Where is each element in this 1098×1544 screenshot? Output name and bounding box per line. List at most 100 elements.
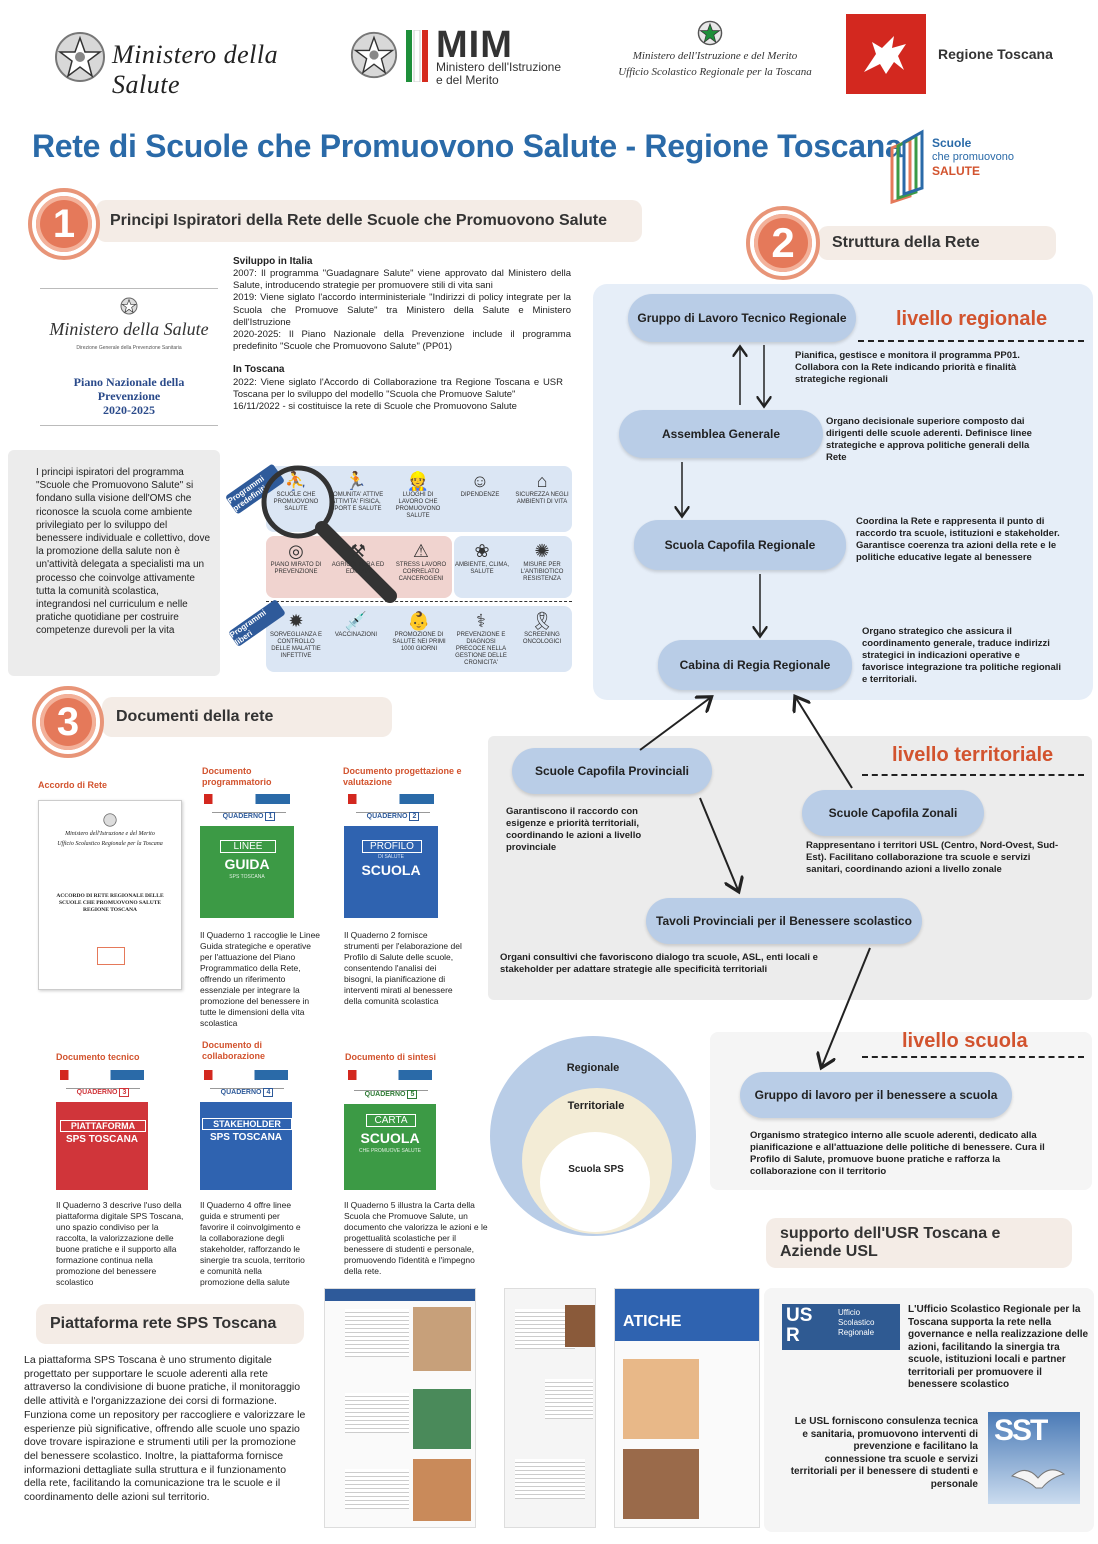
principles-box: I principi ispiratori del programma "Scu… — [8, 450, 220, 676]
doc-caption-5: Il Quaderno 5 illustra la Carta della Sc… — [344, 1200, 488, 1276]
quaderno-tag: QUADERNO 3 — [66, 1088, 140, 1099]
usr-text: L'Ufficio Scolastico Regionale per la To… — [908, 1304, 1089, 1390]
desc-capofila-zonali: Rappresentano i territori USL (Centro, N… — [806, 840, 1059, 875]
doc-caption-3: Il Quaderno 3 descrive l'uso della piatt… — [56, 1200, 184, 1287]
cover-line1: PROFILO — [362, 840, 422, 853]
level-school-dash — [862, 1056, 1084, 1058]
doc-thumb-5: QUADERNO 5 CARTA SCUOLA CHE PROMUOVE SAL… — [344, 1068, 436, 1190]
quaderno-label: QUADERNO — [366, 813, 408, 820]
usr-logo-line1: Ufficio — [838, 1308, 861, 1317]
concentric-levels: Regionale Territoriale Scuola SPS — [490, 1036, 700, 1236]
target-icon: ◎ — [288, 541, 304, 561]
icon-piano-mirato: ◎PIANO MIRATO DI PREVENZIONE — [268, 536, 324, 598]
section3-title-pill: Documenti della rete — [102, 697, 392, 737]
section1-title: Principi Ispiratori della Rete delle Scu… — [110, 212, 608, 229]
toscana-heading: In Toscana — [233, 364, 285, 375]
screenshot-photo-shoes — [413, 1459, 471, 1521]
usr-logo-line2: Scolastico — [838, 1318, 875, 1327]
toscana-text: 2022: Viene siglato l'Accordo di Collabo… — [233, 377, 563, 413]
pnp-line1: Piano Nazionale della — [73, 375, 185, 389]
italia-heading: Sviluppo in Italia — [233, 256, 313, 267]
usr-logo-big: USR — [786, 1305, 813, 1346]
programs-icon-grid: Programmi predefiniti Programmi liberi ⛹… — [224, 460, 574, 676]
principles-text: I principi ispiratori del programma "Scu… — [36, 467, 210, 637]
italian-emblem-icon — [120, 297, 138, 315]
italian-flag-bars-icon — [406, 29, 428, 83]
sps-logo-line3: SALUTE — [932, 164, 980, 178]
doc-label-1: Documento programmatorio — [202, 766, 272, 787]
doc-thumb-logos-strip — [204, 1070, 288, 1080]
doc-cover-3: PIATTAFORMA SPS TOSCANA — [56, 1102, 148, 1190]
screenshot-text-block — [345, 1469, 409, 1509]
microbe-icon: ✺ — [534, 541, 550, 561]
icon-label: DIPENDENZE — [460, 492, 500, 498]
node-capofila-provinciali: Scuole Capofila Provinciali — [512, 748, 712, 794]
regional-panel — [593, 284, 1093, 700]
icon-comunita-attive: 🏃COMUNITA' ATTIVE ATTIVITA' FISICA, SPOR… — [328, 466, 384, 532]
screenshot-banner-text: ATICHE — [623, 1313, 682, 1330]
doc-caption-1: Il Quaderno 1 raccoglie le Linee Guida s… — [200, 930, 321, 1028]
section3-number-badge: 3 — [32, 686, 104, 758]
screenshot-photo-shoes — [623, 1449, 699, 1519]
node-gruppo-tecnico: Gruppo di Lavoro Tecnico Regionale — [628, 294, 856, 342]
italian-emblem-icon — [697, 20, 723, 46]
platform-title: Piattaforma rete SPS Toscana — [50, 1315, 277, 1332]
screenshot-text-block — [345, 1393, 409, 1433]
home-shield-icon: ⌂ — [536, 471, 548, 491]
icon-agricoltura: ⚒AGRICOLTURA ED EDILIZIA — [328, 536, 388, 598]
baby-icon: 👶 — [407, 611, 431, 631]
icon-row2-bg-blue — [454, 536, 572, 598]
doc-thumb-accordo-ministry: Ministero dell'Istruzione e del Merito — [65, 831, 155, 837]
level-territorial: livello territoriale — [892, 744, 1054, 766]
mim-logo-line2: e del Merito — [436, 73, 499, 87]
section1-number: 1 — [36, 196, 92, 252]
doc-caption-4: Il Quaderno 4 offre linee guida e strume… — [200, 1200, 305, 1287]
running-icon: 🏃 — [344, 471, 368, 491]
icon-label: PREVENZIONE E DIAGNOSI PRECOCE NELLA GES… — [455, 632, 507, 666]
pnp-ministry: Ministero della Salute — [49, 319, 209, 339]
ribbon-icon: 🎗 — [530, 611, 554, 631]
level-regional-dash — [858, 340, 1084, 342]
screenshot-photo-app — [413, 1389, 471, 1449]
desc-assemblea: Organo decisionale superiore composto da… — [826, 416, 1032, 463]
quaderno-number: 4 — [263, 1088, 274, 1097]
section1-title-pill: Principi Ispiratori della Rete delle Scu… — [96, 200, 642, 242]
section1-number-badge: 1 — [28, 188, 100, 260]
doc-cover-2: PROFILO DI SALUTE SCUOLA — [344, 826, 438, 918]
node-capofila-regionale: Scuola Capofila Regionale — [634, 520, 846, 570]
usr-logo: USR Ufficio Scolastico Regionale — [782, 1304, 900, 1350]
doc-thumb-accordo-title: ACCORDO DI RETE REGIONALE DELLE SCUOLE C… — [56, 893, 164, 913]
regione-toscana-pegasus-icon — [846, 14, 926, 94]
cover-line2: SCUOLA — [360, 1130, 420, 1146]
screenshot-banner: ATICHE — [615, 1289, 759, 1341]
quaderno-tag: QUADERNO 4 — [210, 1088, 284, 1099]
cover-line1: STAKEHOLDER — [202, 1118, 292, 1130]
section3-number: 3 — [40, 694, 96, 750]
level-school: livello scuola — [902, 1030, 1028, 1052]
doc-label-2: Documento progettazione e valutazione — [343, 766, 462, 787]
leaf-icon: ❀ — [474, 541, 490, 561]
doc-thumb-logos-strip — [348, 1070, 432, 1080]
pnp-line2: Prevenzione — [97, 389, 161, 403]
regione-toscana-text: Regione Toscana — [938, 46, 1053, 62]
mim-logo-line1: Ministero dell'Istruzione — [436, 60, 562, 74]
desc-gruppo-scuola: Organismo strategico interno alle scuole… — [750, 1130, 1045, 1177]
seagull-icon — [1008, 1456, 1068, 1496]
icon-vaccinazioni: 💉VACCINAZIONI — [328, 606, 384, 672]
section2-number-badge: 2 — [746, 206, 820, 280]
icon-malattie-infettive: ✹SORVEGLIANZA E CONTROLLO DELLE MALATTIE… — [268, 606, 324, 672]
sst-logo-text: SST — [994, 1414, 1048, 1447]
cover-line3: CHE PROMUOVE SALUTE — [359, 1148, 421, 1154]
quaderno-number: 1 — [265, 812, 276, 821]
section2-title: Struttura della Rete — [832, 234, 980, 251]
header: Ministero della Salute MIM Ministero del… — [0, 0, 1098, 110]
node-capofila-zonali: Scuole Capofila Zonali — [802, 790, 984, 836]
support-title-line2: Aziende USL — [780, 1243, 878, 1260]
tractor-icon: ⚒ — [349, 541, 367, 561]
quaderno-label: QUADERNO — [222, 813, 264, 820]
support-title-pill: supporto dell'USR Toscana e Aziende USL — [766, 1218, 1072, 1268]
platform-text: La piattaforma SPS Toscana è uno strumen… — [24, 1354, 306, 1504]
icon-dipendenze: ☺DIPENDENZE — [452, 466, 508, 532]
screenshot-text-block — [545, 1379, 593, 1419]
icon-label: PROMOZIONE DI SALUTE NEI PRIMI 1000 GIOR… — [392, 632, 446, 652]
